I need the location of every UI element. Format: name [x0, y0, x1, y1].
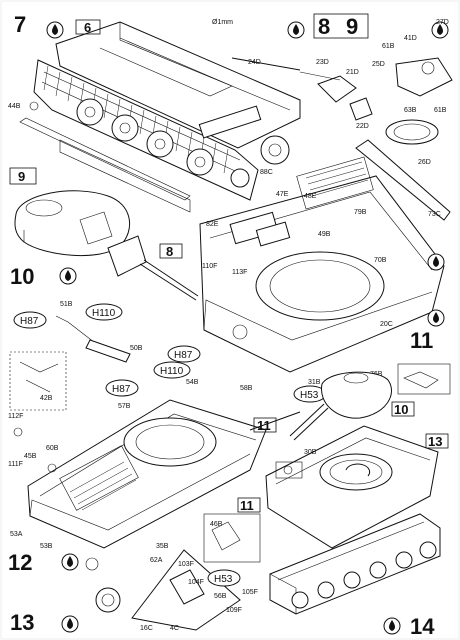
step-number-9: 9 — [346, 14, 358, 39]
step-14-chassis: 14 13 — [10, 513, 441, 639]
part-label: 31B — [308, 379, 321, 386]
part-label: 63B — [404, 107, 417, 114]
part-label: 109F — [226, 607, 242, 614]
step-10-upper-hull: 10 11 79B 47E 48E 82E 49B 70B 110F 113F … — [10, 156, 445, 373]
step-number-11c: 11 — [240, 498, 254, 513]
part-label: 110F — [202, 263, 217, 270]
part-label: 82E — [206, 221, 219, 228]
part-label: 23D — [316, 59, 329, 66]
part-label: 112F — [8, 413, 23, 420]
callout-h110: H110 — [160, 366, 184, 377]
callout-h87: H87 — [174, 350, 193, 361]
part-label: 49B — [318, 231, 331, 238]
glue-drop-icon — [65, 270, 71, 281]
callout-h110: H110 — [92, 308, 116, 319]
step-13-small-parts: H53 35B 62A 103F 46B 104F 105F 56B 109F … — [95, 497, 261, 632]
part-label: 53B — [40, 543, 53, 550]
part-label: 21D — [346, 69, 359, 76]
step-11-details: H87 H110 51B 50B H87 H110 54B H87 57B 58… — [8, 301, 253, 473]
step-number-14: 14 — [410, 614, 435, 639]
part-label: 73C — [428, 211, 441, 218]
part-label: 47E — [276, 191, 289, 198]
part-label: 62A — [150, 557, 163, 564]
part-label: 20C — [380, 321, 393, 328]
part-label: 61B — [434, 107, 447, 114]
part-label: 35B — [156, 543, 169, 550]
part-label: 48E — [304, 193, 317, 200]
part-label: 88C — [260, 169, 273, 176]
part-label: 61B — [382, 43, 395, 50]
glue-drop-icon — [437, 24, 443, 35]
step-number-6: 6 — [84, 20, 91, 35]
part-label: 25D — [372, 61, 385, 68]
part-label: 41D — [404, 35, 417, 42]
part-label: 54B — [186, 379, 199, 386]
part-label: 60B — [46, 445, 59, 452]
step-number-10b: 10 — [394, 402, 408, 417]
part-label: 45B — [24, 453, 37, 460]
step-number-12: 12 — [8, 550, 32, 575]
part-label: 27D — [436, 19, 449, 26]
part-label: 16C — [140, 625, 153, 632]
part-label: 113F — [232, 269, 247, 276]
part-label: 24D — [248, 59, 261, 66]
part-label: 56B — [214, 593, 227, 600]
part-label: 26D — [418, 159, 431, 166]
part-label: Ø1mm — [212, 19, 233, 26]
glue-drop-icon — [67, 618, 73, 629]
part-label: 79B — [354, 209, 367, 216]
step-number-11: 11 — [410, 328, 433, 353]
part-label: 30B — [304, 449, 317, 456]
part-label: 42B — [40, 395, 53, 402]
part-label: 50B — [130, 345, 143, 352]
part-label: 104F — [188, 579, 204, 586]
step-13-turret-mount: 76B 31B H53 10 13 30B — [265, 363, 451, 549]
callout-h53: H53 — [300, 390, 319, 401]
part-label: 46B — [210, 521, 223, 528]
callout-h87: H87 — [112, 384, 131, 395]
step-number-10: 10 — [10, 264, 34, 289]
glue-drop-icon — [293, 24, 299, 35]
step-7-hull-tracks: 7 6 Ø1mm 24D 44B 88C — [8, 12, 305, 213]
glue-drop-icon — [433, 256, 439, 267]
glue-drop-icon — [67, 556, 73, 567]
part-label: 44B — [8, 103, 21, 110]
part-label: 70B — [374, 257, 387, 264]
step-number-8: 8 — [318, 14, 330, 39]
step-12-hull-assembly: 11 12 53A 53B — [8, 399, 301, 575]
part-label: 4C — [170, 625, 179, 632]
step-number-13b: 13 — [428, 434, 442, 449]
part-label: 58B — [240, 385, 253, 392]
part-label: 111F — [8, 461, 23, 468]
part-label: 57B — [118, 403, 131, 410]
step-8-9-turret-parts: 8 9 23D 21D 22D 27D 41D 61B 25D 63B 61B … — [299, 13, 453, 221]
callout-h87: H87 — [20, 316, 39, 327]
part-label: 53A — [10, 531, 23, 538]
step-number-13: 13 — [10, 610, 34, 635]
part-label: 22D — [356, 123, 369, 130]
step-9-turret-shell: 9 8 — [9, 167, 199, 301]
glue-drop-icon — [52, 24, 58, 35]
part-label: 105F — [242, 589, 258, 596]
step-number-9b: 9 — [18, 169, 25, 184]
part-label: 103F — [178, 561, 194, 568]
step-number-7: 7 — [14, 12, 26, 37]
part-label: 51B — [60, 301, 73, 308]
step-number-8b: 8 — [166, 244, 173, 259]
glue-drop-icon — [389, 620, 395, 631]
callout-h53: H53 — [214, 574, 233, 585]
glue-drop-icon — [433, 312, 439, 323]
